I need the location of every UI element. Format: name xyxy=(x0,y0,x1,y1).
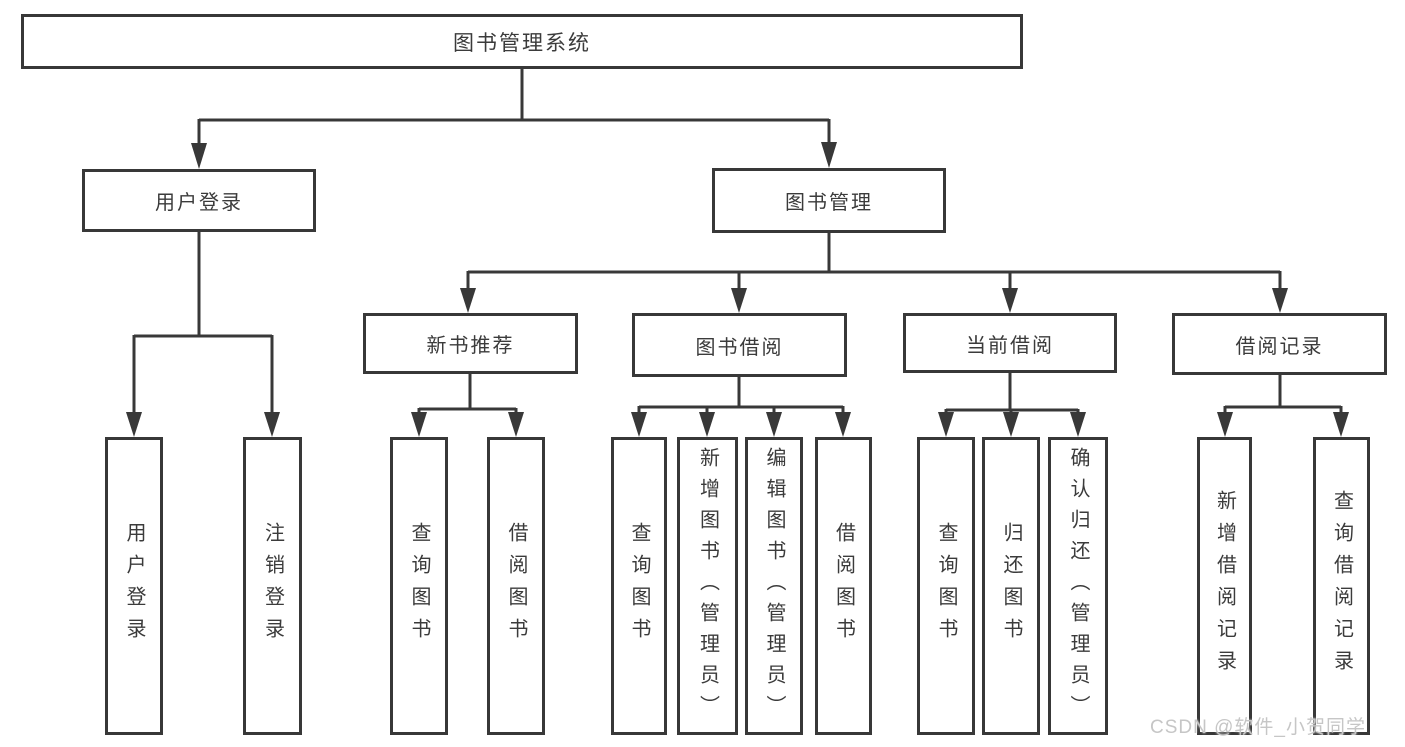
node-new-book-recommend: 新书推荐 xyxy=(363,313,578,374)
csdn-watermark: CSDN @软件_小贺同学 xyxy=(1150,717,1366,738)
leaf-cb-query-books: 查询图书 xyxy=(917,437,975,735)
leaf-nbr-query-books: 查询图书 xyxy=(390,437,448,735)
leaf-nbr-borrow-books: 借阅图书 xyxy=(487,437,545,735)
node-current-borrowing: 当前借阅 xyxy=(903,313,1117,373)
leaf-bb-query-books: 查询图书 xyxy=(611,437,667,735)
leaf-cb-confirm-return-admin: 确认归还（管理员） xyxy=(1048,437,1108,735)
node-book-management: 图书管理 xyxy=(712,168,946,233)
node-borrowing-records: 借阅记录 xyxy=(1172,313,1387,375)
leaf-user-login: 用户登录 xyxy=(105,437,163,735)
node-user-login: 用户登录 xyxy=(82,169,316,232)
leaf-bb-borrow-books: 借阅图书 xyxy=(815,437,872,735)
leaf-br-query-record: 查询借阅记录 xyxy=(1313,437,1370,735)
leaf-br-add-record: 新增借阅记录 xyxy=(1197,437,1252,735)
leaf-bb-add-books-admin: 新增图书（管理员） xyxy=(677,437,738,735)
leaf-bb-edit-books-admin: 编辑图书（管理员） xyxy=(745,437,803,735)
node-book-borrowing: 图书借阅 xyxy=(632,313,847,377)
leaf-logout: 注销登录 xyxy=(243,437,302,735)
node-root-system: 图书管理系统 xyxy=(21,14,1023,69)
arrowheads xyxy=(126,142,1349,437)
leaf-cb-return-books: 归还图书 xyxy=(982,437,1040,735)
